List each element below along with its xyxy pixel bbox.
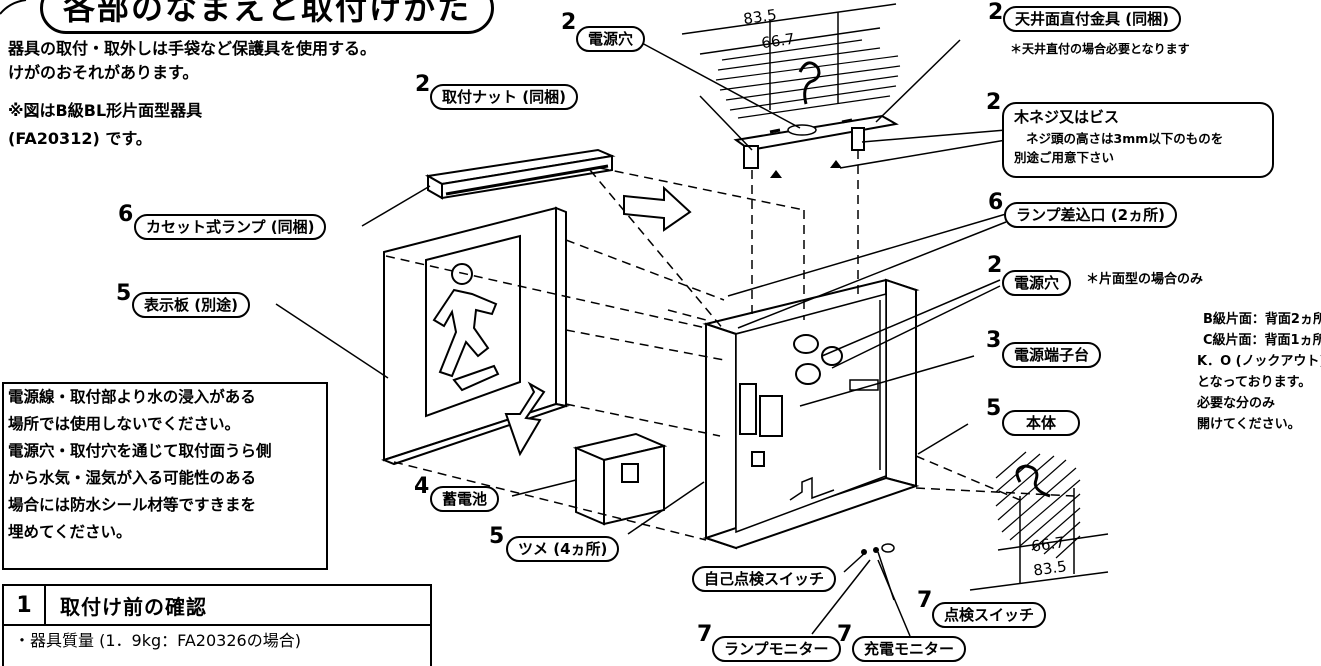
callout-claw: ツメ (4ヵ所) — [506, 536, 620, 562]
leader-lines — [275, 39, 1007, 637]
callout-wood-screw: 木ネジ又はビス — [1014, 108, 1120, 126]
side-note-5: 必要な分のみ — [1197, 396, 1276, 411]
cassette-lamp-drawing — [425, 148, 616, 200]
side-note-6: 開けてください。 — [1197, 417, 1301, 432]
callout-body: 本体 — [1002, 410, 1081, 436]
section-title: 取付け前の確認 — [60, 594, 207, 619]
ceiling-hatch-top — [715, 39, 901, 119]
callout-display-panel: 表示板 (別途) — [132, 292, 250, 318]
dim-side-outer: 83.5 — [1032, 557, 1068, 579]
wall-hatch-right — [995, 451, 1081, 559]
cable-top — [798, 61, 821, 105]
callout-num-lamp-monitor: 7 — [697, 622, 713, 647]
callout-num-mount-nut: 2 — [415, 72, 431, 97]
warning-line-2: 場所では使用しないでください。 — [8, 415, 241, 433]
callout-num-ceiling-bracket: 2 — [988, 0, 1004, 25]
arrow-right-icon — [623, 185, 692, 232]
callout-charge-monitor: 充電モニター — [852, 636, 967, 662]
callout-num-battery: 4 — [414, 474, 430, 499]
callout-power-hole-side: 電源穴 — [1002, 270, 1072, 296]
warning-line-4: から水気・湿気が入る可能性のある — [8, 469, 257, 487]
callout-terminal-block: 電源端子台 — [1002, 342, 1102, 368]
callout-ceiling-bracket: 天井面直付金具 (同梱) — [1003, 6, 1181, 32]
side-note-4: となっております。 — [1197, 375, 1312, 390]
callout-num-wood-screw: 2 — [986, 90, 1002, 115]
battery-drawing — [572, 432, 668, 526]
callout-num-cassette-lamp: 6 — [118, 202, 134, 227]
callout-check-switch: 点検スイッチ — [932, 602, 1047, 628]
callout-cassette-lamp: カセット式ランプ (同梱) — [134, 214, 327, 240]
intro-line-3: ※図はB級BL形片面型器具 — [8, 101, 203, 120]
nut-right — [851, 127, 865, 151]
dim-top-inner: 66.7 — [760, 30, 796, 52]
display-panel-drawing — [381, 206, 570, 466]
corner-arc — [0, 0, 27, 15]
side-notes: B級片面：背面2ヵ所 C級片面：背面1ヵ所 K．O (ノックアウト) となってお… — [1197, 309, 1321, 435]
cable-right — [1015, 464, 1051, 498]
ceiling-bracket-plate — [733, 114, 899, 152]
page-title: 各部のなまえと取付けかた — [40, 0, 495, 34]
wood-screw-note-2: 別途ご用意下さい — [1014, 150, 1115, 165]
intro-line-1: 器具の取付・取外しは手袋など保護具を使用する。 — [8, 39, 377, 58]
warning-line-5: 場合には防水シール材等ですきまを — [8, 496, 257, 514]
callout-num-body: 5 — [986, 396, 1002, 421]
callout-num-power-hole-top: 2 — [561, 10, 577, 35]
side-note-1: B級片面：背面2ヵ所 — [1203, 312, 1321, 327]
callout-num-charge-monitor: 7 — [837, 622, 853, 647]
nut-left — [743, 145, 759, 169]
callout-num-terminal-block: 3 — [986, 328, 1002, 353]
dim-lines-top — [681, 3, 897, 110]
callout-num-display-panel: 5 — [116, 281, 132, 306]
assembly-dashed-lines — [385, 150, 1075, 541]
intro-line-2: けがのおそれがあります。 — [8, 63, 199, 82]
callout-num-claw: 5 — [489, 524, 505, 549]
main-body-drawing — [702, 278, 920, 555]
warning-box: 電源線・取付部より水の浸入がある 場所では使用しないでください。 電源穴・取付穴… — [2, 382, 328, 570]
callout-mount-nut: 取付ナット (同梱) — [430, 84, 578, 110]
dim-side-inner: 66.7 — [1030, 533, 1066, 555]
callout-lamp-monitor: ランプモニター — [712, 636, 841, 662]
ceiling-bracket-note: ＊天井直付の場合必要となります — [1010, 42, 1190, 56]
section-header: 1 取付け前の確認 — [4, 586, 430, 626]
callout-battery: 蓄電池 — [430, 486, 500, 512]
arrow-down-icon — [504, 381, 546, 457]
side-note-2: C級片面：背面1ヵ所 — [1203, 333, 1321, 348]
dim-top-outer: 83.5 — [742, 6, 778, 28]
warning-line-6: 埋めてください。 — [8, 523, 132, 541]
dim-lines-right — [969, 488, 1109, 591]
callout-num-lamp-socket: 6 — [988, 190, 1004, 215]
callout-wood-screw-box: 木ネジ又はビス ネジ頭の高さは3mm以下のものを 別途ご用意下さい — [1002, 102, 1274, 178]
callout-num-check-switch: 7 — [917, 588, 933, 613]
callout-lamp-socket: ランプ差込口 (2ヵ所) — [1004, 202, 1177, 228]
wood-screw-note-1: ネジ頭の高さは3mm以下のものを — [1026, 131, 1224, 146]
section-item-weight: ・器具質量 (1．9kg：FA20326の場合) — [14, 631, 301, 650]
callout-num-power-hole-side: 2 — [987, 253, 1003, 278]
section-number: 1 — [4, 586, 46, 624]
warning-line-3: 電源穴・取付穴を通じて取付面うら側 — [8, 442, 272, 460]
power-hole-side-note: ＊片面型の場合のみ — [1086, 272, 1204, 287]
intro-line-4: (FA20312) です。 — [8, 129, 152, 148]
section-pre-install-check: 1 取付け前の確認 ・器具質量 (1．9kg：FA20326の場合) — [2, 584, 432, 666]
side-note-3: K．O (ノックアウト) — [1197, 354, 1321, 369]
callout-power-hole-top: 電源穴 — [576, 26, 646, 52]
warning-line-1: 電源線・取付部より水の浸入がある — [8, 388, 256, 406]
callout-self-check-switch: 自己点検スイッチ — [692, 566, 837, 592]
